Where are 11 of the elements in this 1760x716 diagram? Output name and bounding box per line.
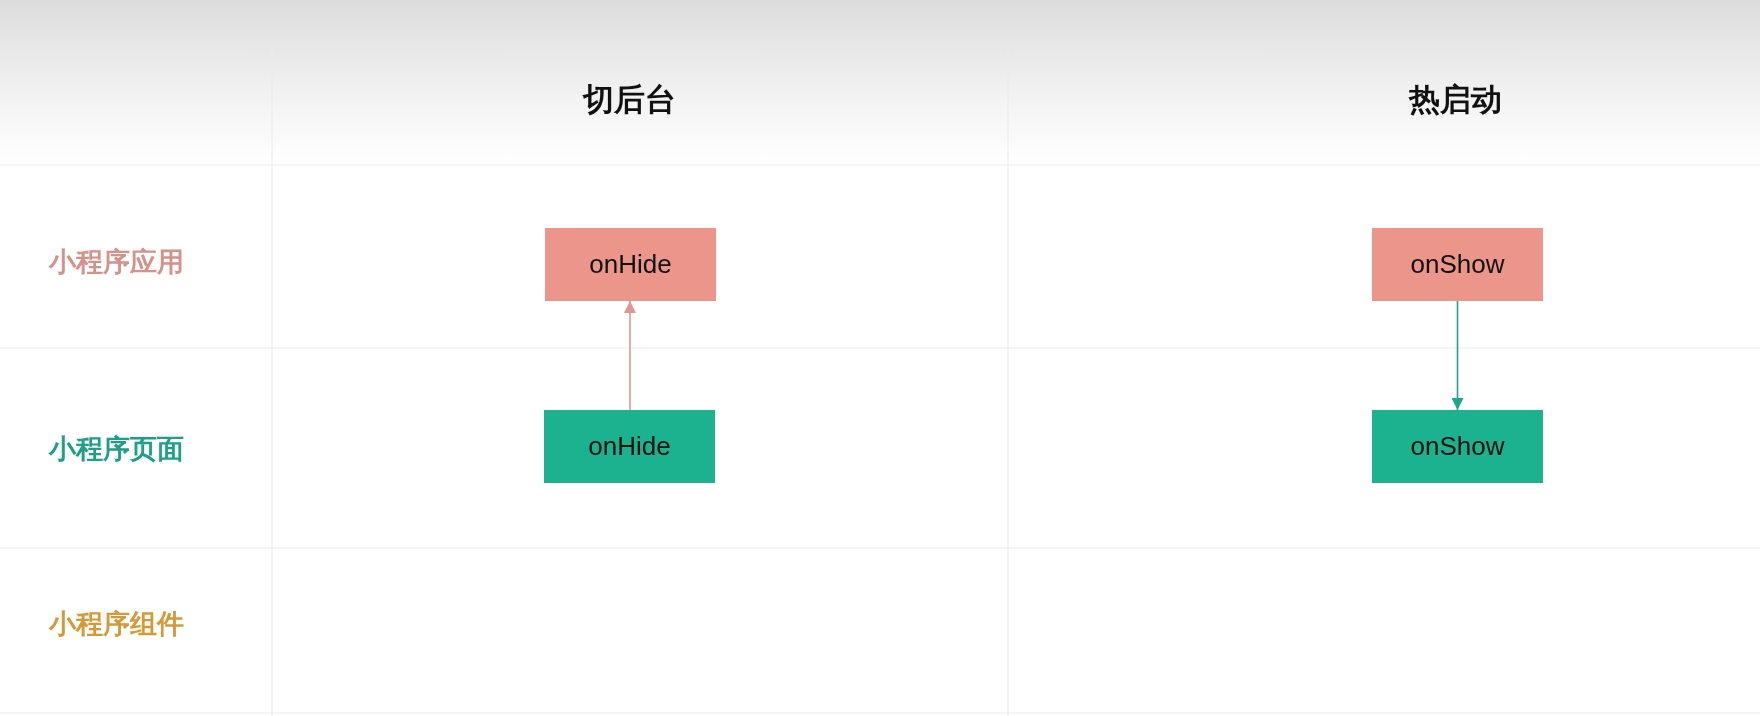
row-label: 小程序组件 [49, 608, 184, 641]
event-box: onShow [1372, 228, 1543, 301]
arrow [1451, 300, 1464, 411]
column-header: 切后台 [582, 81, 676, 119]
event-box: onShow [1372, 410, 1543, 483]
column-header: 热启动 [1408, 81, 1502, 119]
event-box: onHide [545, 228, 716, 301]
row-label: 小程序应用 [49, 246, 184, 279]
event-box: onHide [544, 410, 715, 483]
arrow [624, 300, 636, 411]
row-label: 小程序页面 [49, 433, 184, 466]
